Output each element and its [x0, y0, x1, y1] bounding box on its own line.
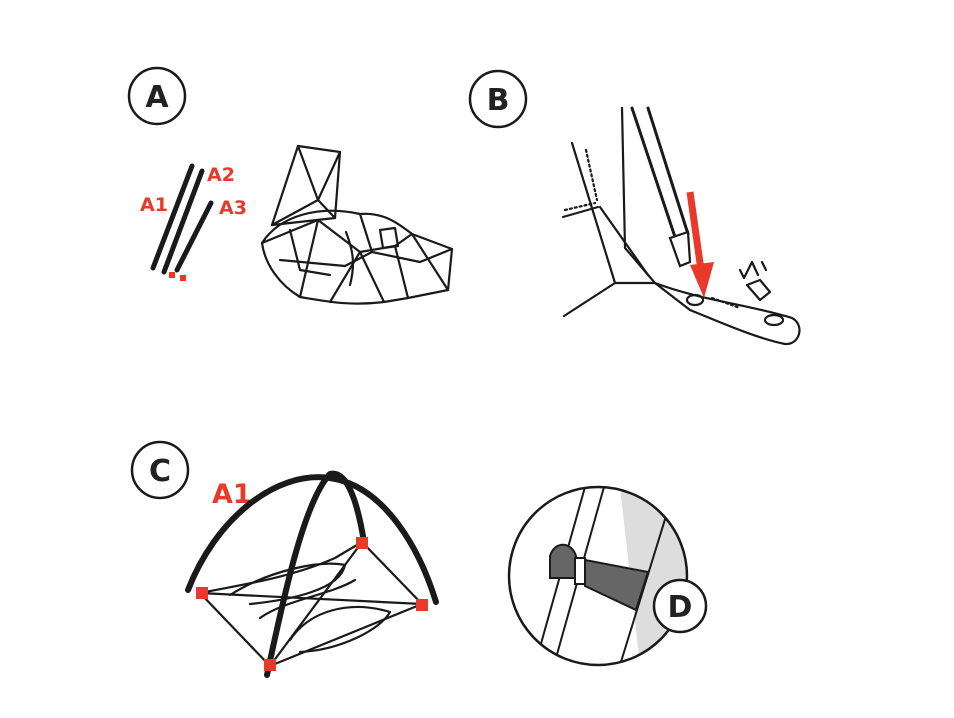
folded-tent-fabric: [262, 146, 452, 304]
corner-strap: [655, 262, 799, 344]
step-d-panel: D: [509, 487, 706, 665]
pole-end-marker: [356, 537, 368, 549]
tent-pole-icon: [632, 108, 690, 266]
down-arrow-icon: [690, 192, 714, 298]
step-b-panel: B: [470, 71, 799, 344]
pole-end-marker: [169, 272, 175, 278]
step-c-panel: C A1: [132, 442, 436, 675]
part-label-a3: A3: [219, 197, 247, 219]
pole-end-marker: [264, 659, 276, 671]
tent-body: [200, 542, 422, 666]
strap-loop-hole: [765, 315, 783, 325]
step-a-panel: A A1 A2 A3: [129, 68, 452, 304]
step-a-label: A: [145, 80, 169, 115]
part-label-a1: A1: [140, 194, 168, 216]
part-label-a2: A2: [207, 164, 235, 186]
detail-magnifier: [509, 487, 700, 665]
pole-end-marker: [180, 275, 186, 281]
pole-end-marker: [196, 587, 208, 599]
step-b-label: B: [487, 83, 510, 118]
pole-bundle: [153, 166, 211, 281]
pole-a3: [177, 203, 211, 270]
step-c-label: C: [149, 454, 171, 489]
pole-end-marker: [416, 599, 428, 611]
step-d-label: D: [668, 590, 693, 625]
grommet: [687, 295, 703, 305]
